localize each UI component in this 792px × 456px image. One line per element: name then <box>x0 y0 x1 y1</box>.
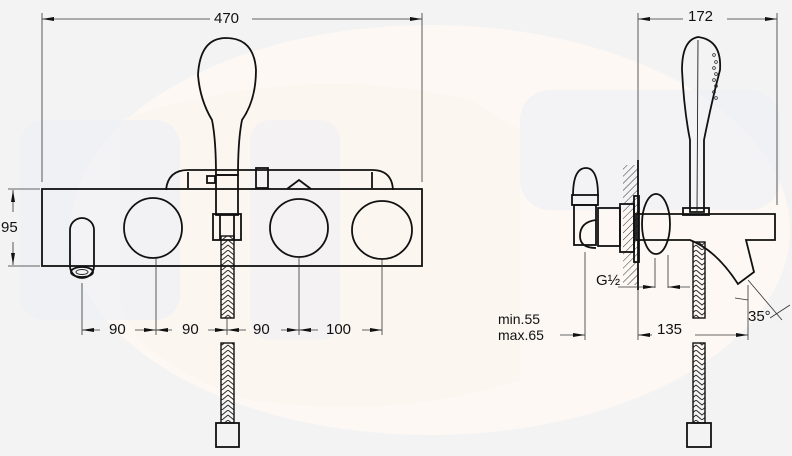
dimension-spacing-4: 100 <box>326 321 352 338</box>
dimension-body-height: 95 <box>1 219 18 236</box>
dimension-spacing-3: 90 <box>253 321 270 338</box>
wall-distance-min: min.55 <box>498 311 541 327</box>
spout-angle-label: 35° <box>748 308 771 325</box>
dimension-spacing-1: 90 <box>109 321 126 338</box>
dimension-spacing-2: 90 <box>182 321 199 338</box>
wall-distance-max: max.65 <box>498 327 544 343</box>
dimension-overall-width: 470 <box>214 10 240 27</box>
dimension-spout-projection: 135 <box>657 321 683 338</box>
dimension-overall-depth: 172 <box>688 8 714 25</box>
thread-size-label: G½ <box>596 272 621 289</box>
